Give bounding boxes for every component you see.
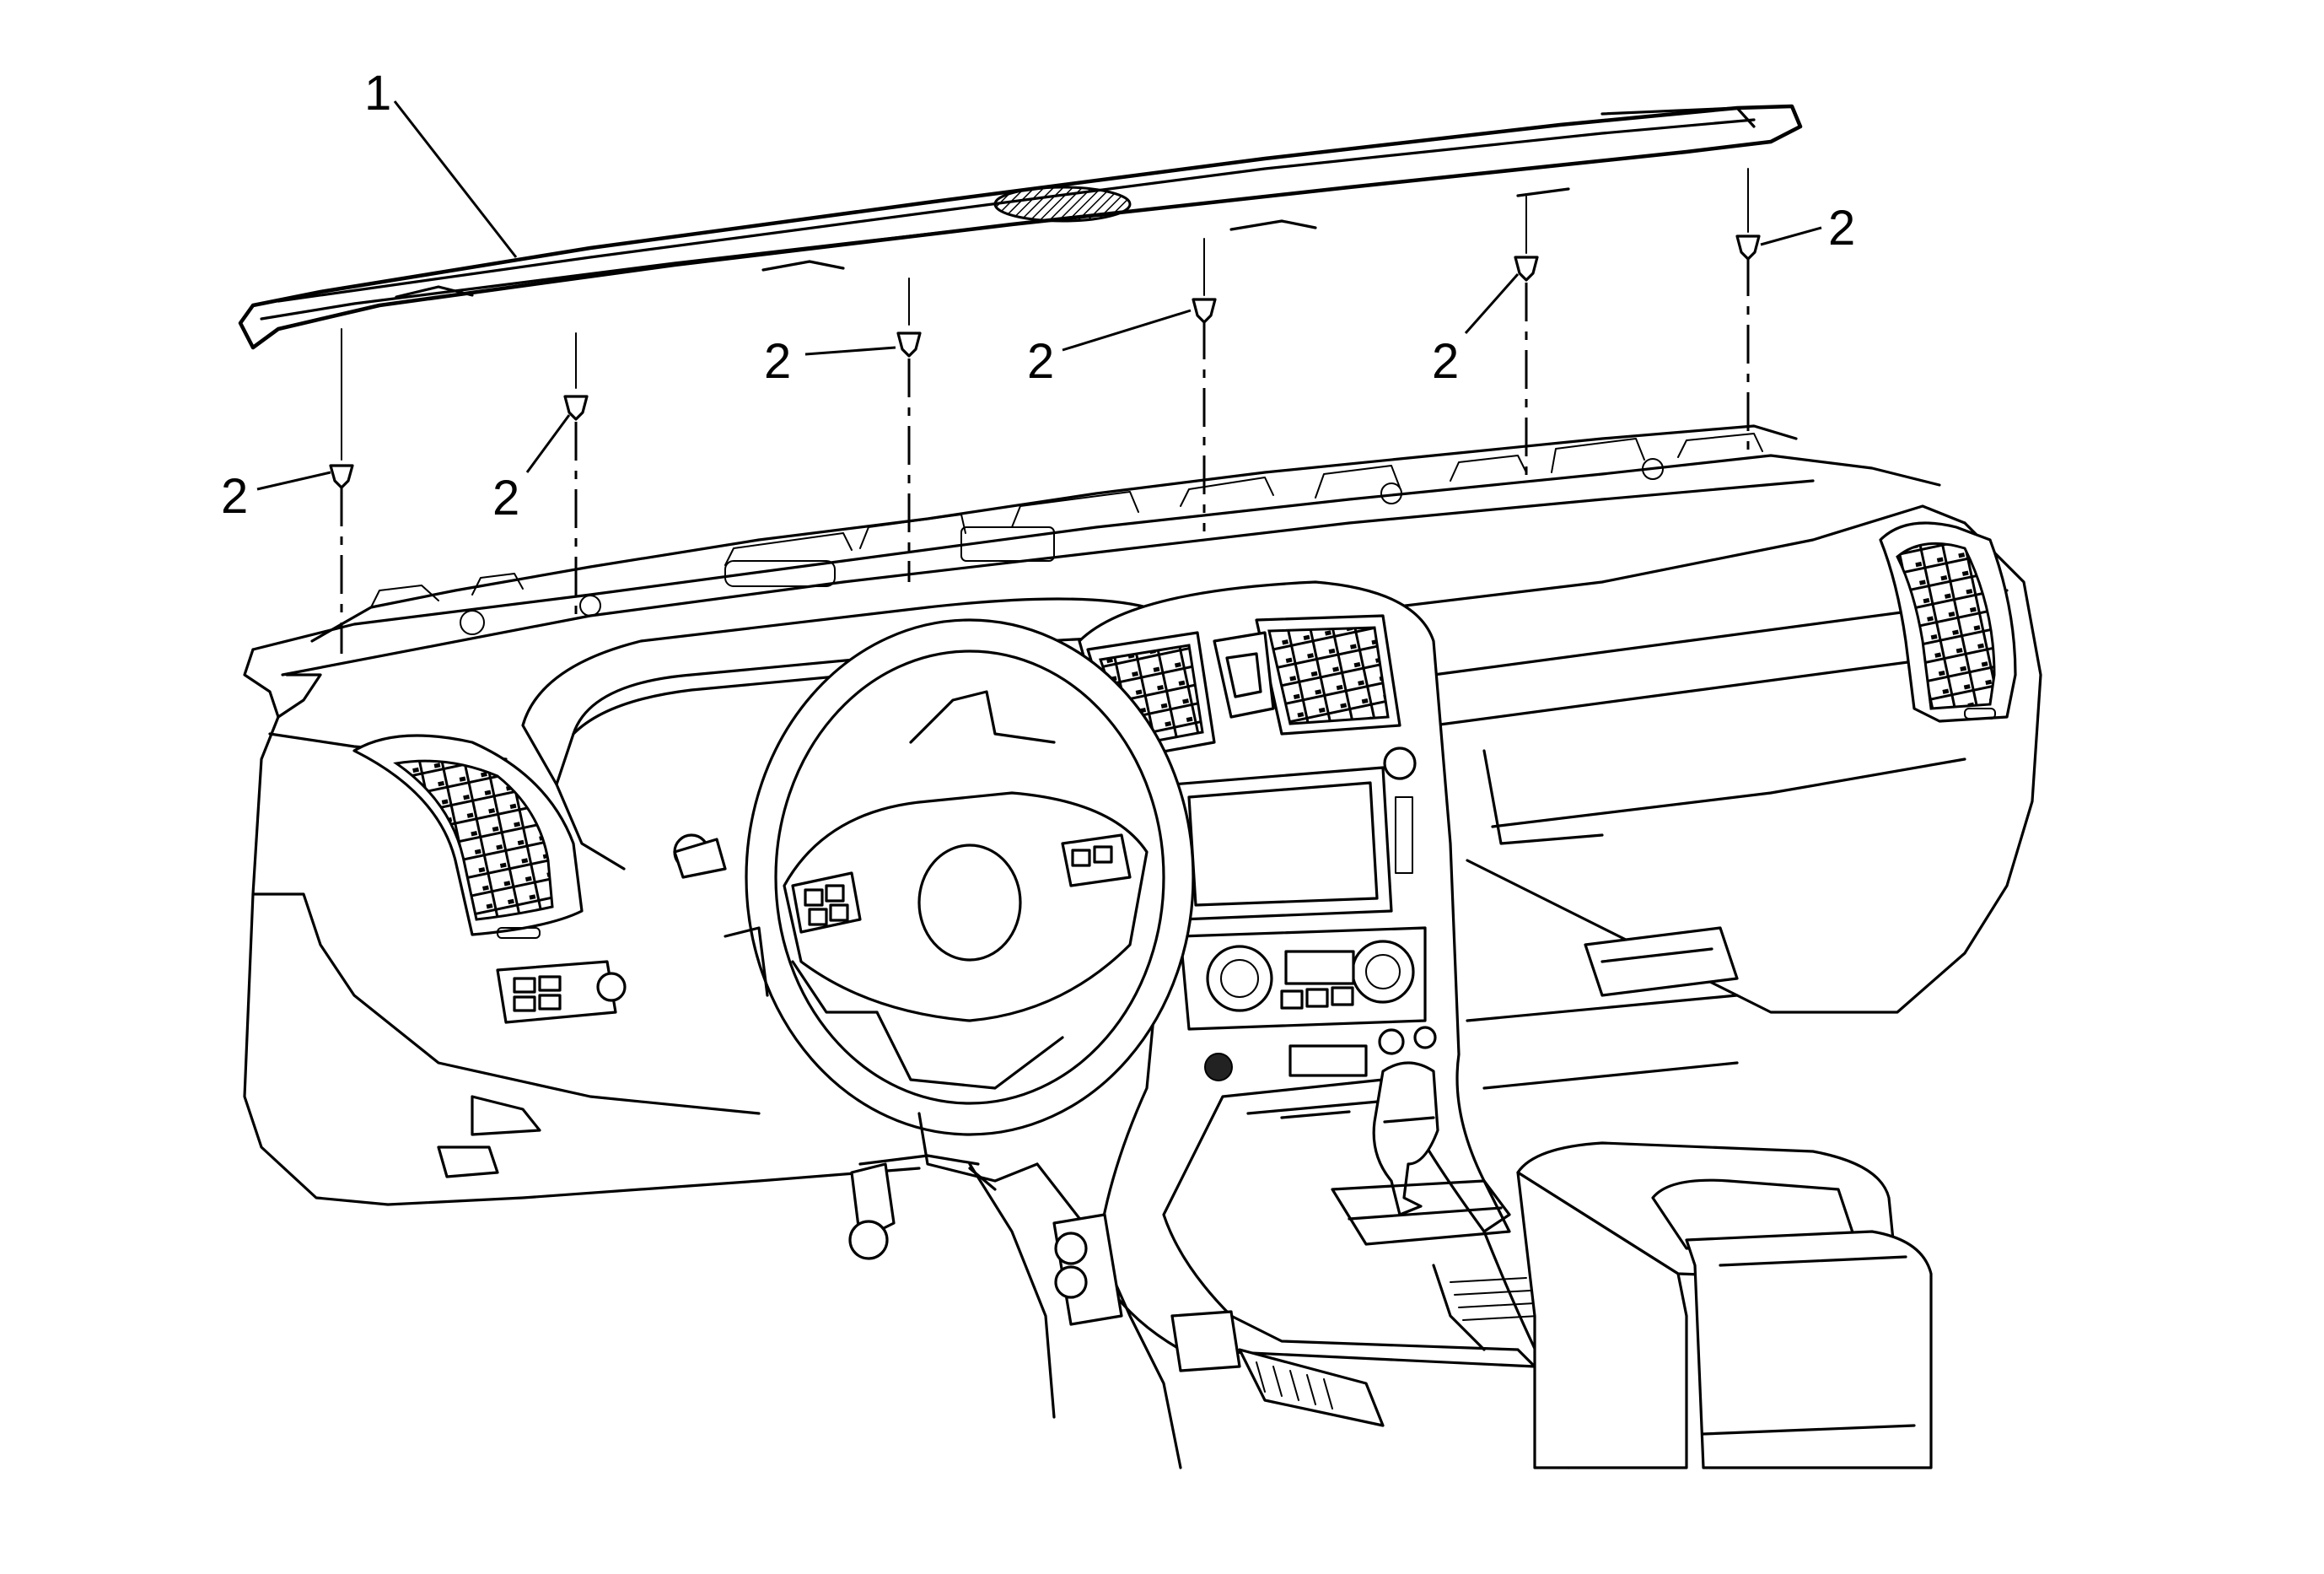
- clip-alignment-lines: [340, 168, 1750, 654]
- callout-2-label: 2: [1432, 334, 1459, 389]
- right-air-vent-icon: [1896, 542, 1996, 710]
- callout-2-label: 2: [764, 334, 791, 389]
- retainer-clips: [329, 234, 1761, 489]
- callout-2-label: 2: [492, 471, 519, 526]
- retainer-clip-icon: [896, 332, 922, 358]
- callout-2-label: 2: [1027, 334, 1054, 389]
- instrument-panel-assembly: [243, 424, 2042, 1469]
- retainer-clip-icon: [329, 464, 354, 489]
- center-right-air-vent-icon: [1267, 626, 1390, 725]
- retainer-clip-icon: [563, 395, 589, 421]
- retainer-clip-icon: [1514, 256, 1539, 282]
- steering-wheel: [673, 618, 1195, 1469]
- callout-2-label: 2: [221, 469, 248, 524]
- left-air-vent-icon: [393, 759, 554, 921]
- defrost-grille-icon: [993, 186, 1132, 223]
- instrument-panel-upper-trim: [238, 104, 1803, 350]
- retainer-clip-icon: [1192, 298, 1217, 324]
- retainer-clip-icon: [1735, 234, 1761, 261]
- callout-leaders: [256, 100, 1822, 491]
- callout-2-label: 2: [1828, 201, 1855, 256]
- callout-1-label: 1: [364, 66, 391, 121]
- callout-labels: 1 2 2 2 2 2 2: [221, 66, 1855, 526]
